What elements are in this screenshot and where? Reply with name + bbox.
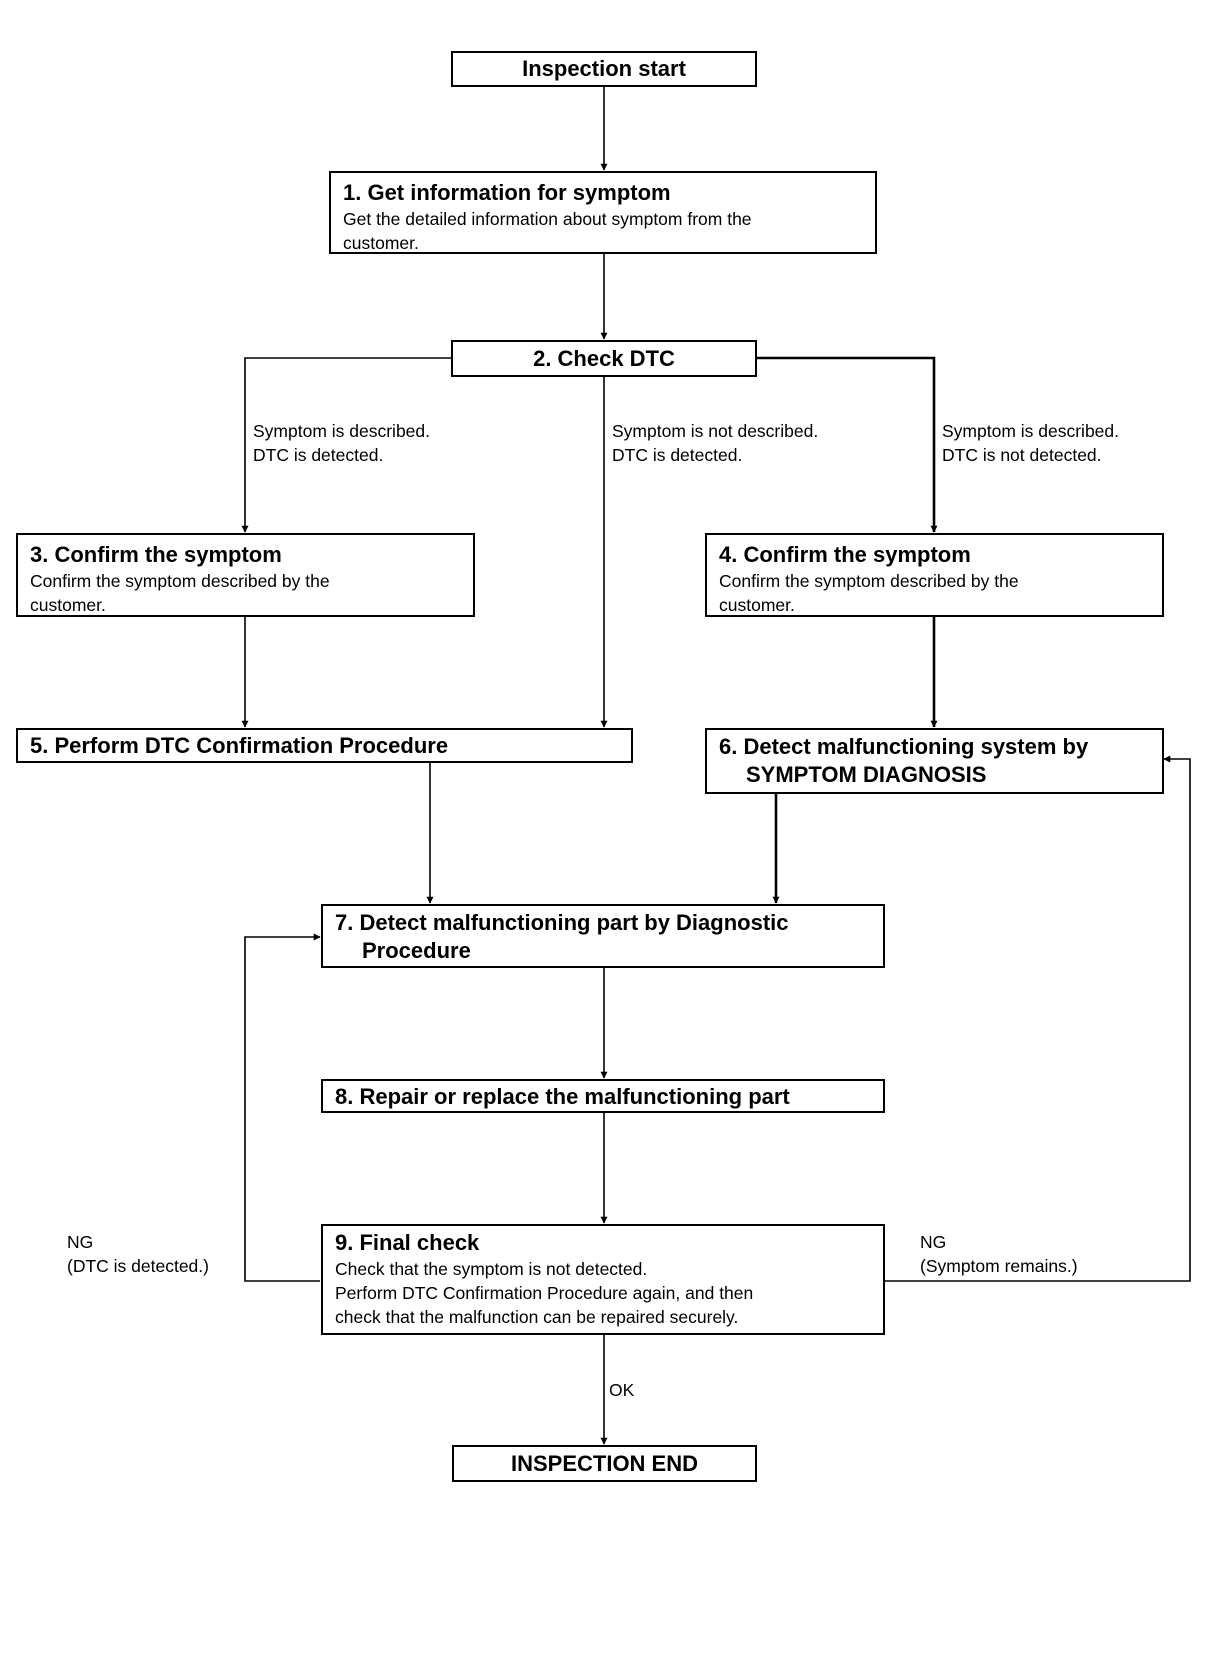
step6-title-line2: SYMPTOM DIAGNOSIS xyxy=(746,762,987,787)
step1-box: 1. Get information for symptom Get the d… xyxy=(329,171,877,254)
step4-title: 4. Confirm the symptom xyxy=(719,542,971,567)
branch-label-left: Symptom is described. DTC is detected. xyxy=(253,419,430,467)
arrow-step2-to-step4 xyxy=(756,356,938,533)
step5-box: 5. Perform DTC Confirmation Procedure xyxy=(16,728,633,763)
step3-box: 3. Confirm the symptom Confirm the sympt… xyxy=(16,533,475,617)
step6-title-line1: 6. Detect malfunctioning system by xyxy=(719,734,1089,759)
step1-desc-line1: Get the detailed information about sympt… xyxy=(343,209,752,229)
step7-box: 7. Detect malfunctioning part by Diagnos… xyxy=(321,904,885,968)
branch-right-line1: Symptom is described. xyxy=(942,421,1120,441)
step9-desc-line1: Check that the symptom is not detected. xyxy=(335,1259,648,1279)
ng-label-right: NG (Symptom remains.) xyxy=(920,1230,1078,1278)
step3-desc-line1: Confirm the symptom described by the xyxy=(30,571,330,591)
step9-box: 9. Final check Check that the symptom is… xyxy=(321,1224,885,1335)
ng-left-line1: NG xyxy=(67,1232,94,1252)
step1-desc-line2: customer. xyxy=(343,233,419,253)
branch-middle-line2: DTC is detected. xyxy=(612,445,743,465)
ng-left-line2: (DTC is detected.) xyxy=(67,1256,209,1276)
step7-title-line1: 7. Detect malfunctioning part by Diagnos… xyxy=(335,910,789,935)
ok-label: OK xyxy=(609,1380,635,1400)
step2-box: 2. Check DTC xyxy=(451,340,757,377)
branch-right-line2: DTC is not detected. xyxy=(942,445,1102,465)
step8-box: 8. Repair or replace the malfunctioning … xyxy=(321,1079,885,1113)
step4-box: 4. Confirm the symptom Confirm the sympt… xyxy=(705,533,1164,617)
branch-label-right: Symptom is described. DTC is not detecte… xyxy=(942,419,1119,467)
step9-desc-line3: check that the malfunction can be repair… xyxy=(335,1307,739,1327)
step1-title: 1. Get information for symptom xyxy=(343,180,671,205)
step4-desc-line1: Confirm the symptom described by the xyxy=(719,571,1019,591)
step9-title: 9. Final check xyxy=(335,1230,480,1255)
ng-label-left: NG (DTC is detected.) xyxy=(67,1230,209,1278)
step8-title: 8. Repair or replace the malfunctioning … xyxy=(335,1084,790,1109)
branch-left-line2: DTC is detected. xyxy=(253,445,384,465)
step5-title: 5. Perform DTC Confirmation Procedure xyxy=(30,733,449,758)
step3-title: 3. Confirm the symptom xyxy=(30,542,282,567)
inspection-end-box: INSPECTION END xyxy=(452,1445,757,1482)
arrow-step2-to-step3 xyxy=(241,357,452,533)
step4-desc-line2: customer. xyxy=(719,595,795,615)
step9-desc-line2: Perform DTC Confirmation Procedure again… xyxy=(335,1283,754,1303)
step2-title: 2. Check DTC xyxy=(533,345,675,371)
arrow-ng-to-step6 xyxy=(884,755,1191,1282)
inspection-end-label: INSPECTION END xyxy=(510,1450,699,1476)
step7-title-line2: Procedure xyxy=(362,938,471,963)
branch-label-middle: Symptom is not described. DTC is detecte… xyxy=(612,419,818,467)
branch-middle-line1: Symptom is not described. xyxy=(612,421,819,441)
step6-box: 6. Detect malfunctioning system by SYMPT… xyxy=(705,728,1164,794)
inspection-start-box: Inspection start xyxy=(451,51,757,87)
step3-desc-line2: customer. xyxy=(30,595,106,615)
ng-right-line1: NG xyxy=(920,1232,947,1252)
branch-left-line1: Symptom is described. xyxy=(253,421,431,441)
ng-right-line2: (Symptom remains.) xyxy=(920,1256,1078,1276)
inspection-start-label: Inspection start xyxy=(522,56,686,81)
arrow-ng-to-step7 xyxy=(244,933,321,1282)
